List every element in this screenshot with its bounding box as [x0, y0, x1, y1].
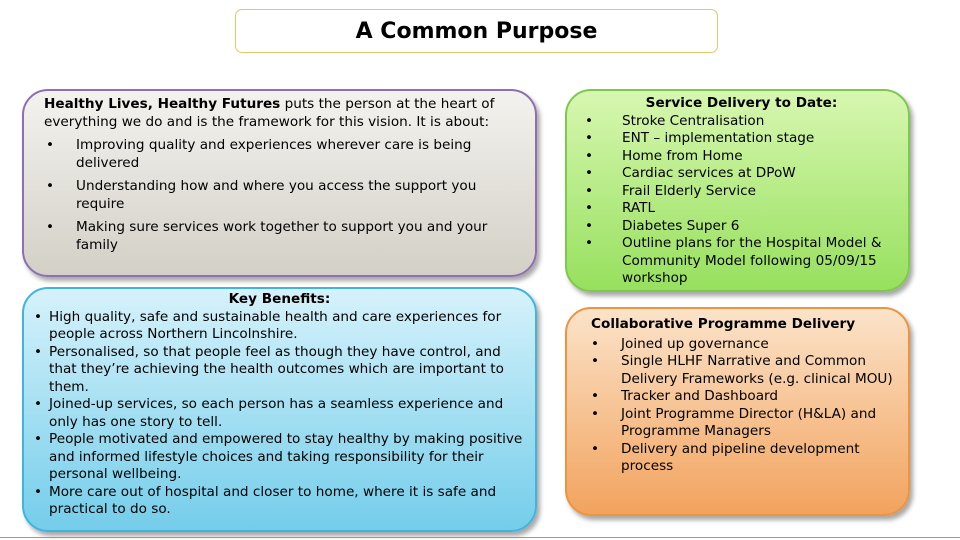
- bullet-icon: •: [46, 178, 55, 194]
- title-box: A Common Purpose: [235, 9, 718, 53]
- service-item-text: Home from Home: [622, 147, 743, 164]
- collab-item-text: Tracker and Dashboard: [621, 388, 779, 404]
- list-item: • Tracker and Dashboard: [591, 388, 900, 406]
- collab-heading: Collaborative Programme Delivery: [591, 316, 856, 332]
- vision-item-text: Improving quality and experiences wherev…: [76, 137, 472, 171]
- benefits-heading: Key Benefits:: [228, 291, 331, 307]
- collab-item-text: Joined up governance: [621, 335, 769, 352]
- list-item: • Stroke Centralisation: [583, 113, 900, 131]
- collaborative-delivery-panel: Collaborative Programme Delivery • Joined…: [565, 307, 910, 516]
- footer-divider: [0, 537, 960, 538]
- list-item: • Improving quality and experiences where…: [44, 137, 525, 172]
- vision-item-text: Understanding how and where you access t…: [76, 178, 477, 212]
- vision-panel: Healthy Lives, Healthy Futures puts the …: [22, 89, 537, 277]
- bullet-icon: •: [591, 440, 600, 457]
- collab-item-text: Joint Programme Director (H&LA) and Prog…: [621, 405, 877, 440]
- vision-item-text: Making sure services work together to su…: [76, 219, 488, 253]
- benefit-item-text: Personalised, so that people feel as tho…: [49, 343, 504, 395]
- benefits-list: • High quality, safe and sustainable heal…: [34, 309, 525, 519]
- bullet-icon: •: [34, 396, 43, 412]
- list-item: • Diabetes Super 6: [583, 218, 900, 236]
- bullet-icon: •: [34, 431, 43, 447]
- list-item: • Outline plans for the Hospital Model & …: [583, 235, 900, 288]
- bullet-icon: •: [46, 219, 55, 235]
- service-item-text: ENT – implementation stage: [622, 130, 815, 146]
- service-item-text: Diabetes Super 6: [622, 217, 740, 234]
- bullet-icon: •: [591, 388, 600, 404]
- bullet-icon: •: [34, 483, 43, 500]
- bullet-icon: •: [591, 405, 600, 422]
- bullet-icon: •: [585, 182, 594, 199]
- bullet-icon: •: [585, 235, 594, 251]
- service-item-text: Frail Elderly Service: [622, 182, 756, 199]
- bullet-icon: •: [585, 130, 594, 146]
- bullet-icon: •: [591, 353, 600, 369]
- bullet-icon: •: [585, 165, 594, 181]
- list-item: • People motivated and empowered to stay …: [34, 431, 525, 484]
- list-item: • High quality, safe and sustainable heal…: [34, 309, 525, 344]
- service-delivery-panel: Service Delivery to Date: • Stroke Centra…: [565, 89, 910, 292]
- service-item-text: Stroke Centralisation: [622, 112, 765, 129]
- list-item: • Home from Home: [583, 148, 900, 166]
- vision-lead-bold: Healthy Lives, Healthy Futures: [44, 96, 281, 112]
- benefit-item-text: High quality, safe and sustainable healt…: [49, 308, 502, 343]
- bullet-icon: •: [34, 308, 43, 325]
- collab-item-text: Single HLHF Narrative and Common Deliver…: [621, 353, 893, 387]
- list-item: • Personalised, so that people feel as th…: [34, 344, 525, 397]
- collab-item-text: Delivery and pipeline development proces…: [621, 440, 860, 475]
- bullet-icon: •: [591, 335, 600, 352]
- list-item: • RATL: [583, 200, 900, 218]
- list-item: • Single HLHF Narrative and Common Delive…: [591, 353, 900, 388]
- bullet-icon: •: [585, 217, 594, 234]
- benefit-item-text: More care out of hospital and closer to …: [49, 483, 497, 518]
- list-item: • More care out of hospital and closer to…: [34, 484, 525, 519]
- list-item: • Cardiac services at DPoW: [583, 165, 900, 183]
- list-item: • Delivery and pipeline development proce…: [591, 441, 900, 476]
- bullet-icon: •: [46, 137, 55, 153]
- vision-list: • Improving quality and experiences where…: [44, 137, 525, 254]
- service-item-text: RATL: [622, 200, 656, 216]
- list-item: • ENT – implementation stage: [583, 130, 900, 148]
- list-item: • Frail Elderly Service: [583, 183, 900, 201]
- list-item: • Joint Programme Director (H&LA) and Pro…: [591, 406, 900, 441]
- benefit-item-text: People motivated and empowered to stay h…: [49, 431, 523, 482]
- list-item: • Making sure services work together to s…: [44, 219, 525, 254]
- service-item-text: Cardiac services at DPoW: [622, 165, 796, 181]
- collab-list: • Joined up governance • Single HLHF Narra…: [591, 336, 900, 476]
- service-list: • Stroke Centralisation • ENT – implementa…: [583, 113, 900, 288]
- benefit-item-text: Joined-up services, so each person has a…: [49, 396, 504, 430]
- bullet-icon: •: [34, 343, 43, 360]
- list-item: • Joined-up services, so each person has …: [34, 396, 525, 431]
- benefits-panel: Key Benefits: • High quality, safe and su…: [22, 287, 537, 532]
- vision-lead-text: puts the person at the heart of everythi…: [44, 96, 495, 130]
- list-item: • Understanding how and where you access …: [44, 178, 525, 213]
- vision-intro: Healthy Lives, Healthy Futures puts the …: [44, 96, 525, 131]
- page-title: A Common Purpose: [355, 18, 598, 44]
- service-item-text: Outline plans for the Hospital Model & C…: [622, 235, 882, 286]
- bullet-icon: •: [585, 112, 594, 129]
- service-heading: Service Delivery to Date:: [645, 95, 838, 111]
- list-item: • Joined up governance: [591, 336, 900, 354]
- bullet-icon: •: [585, 200, 594, 216]
- bullet-icon: •: [585, 147, 594, 164]
